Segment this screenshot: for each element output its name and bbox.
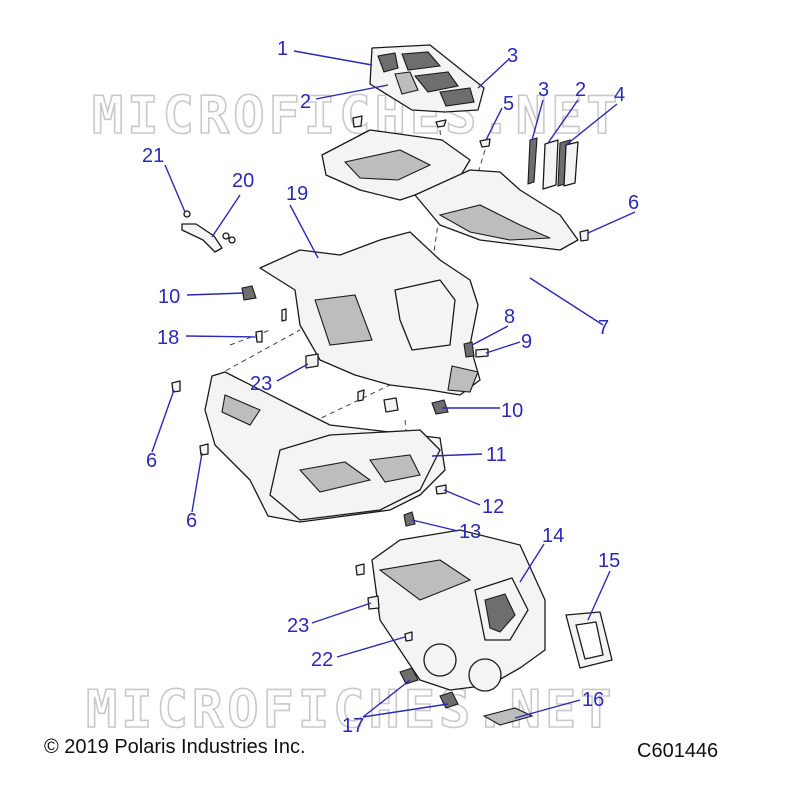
nut-part-23-upper [305, 353, 319, 369]
callout-12: 12 [482, 496, 504, 518]
callout-2-strip: 2 [575, 79, 586, 101]
callout-4: 4 [614, 84, 625, 106]
bracket-part-20 [181, 210, 236, 253]
pin-part-18 [255, 308, 287, 343]
bolt-part-12 [435, 484, 447, 495]
fastener-part-5 [435, 119, 491, 148]
callout-5: 5 [503, 93, 514, 115]
fastener-part-left-top [352, 115, 363, 128]
misc-fasteners-mid [357, 389, 399, 413]
callout-8: 8 [504, 306, 515, 328]
watermark-top: MICROFICHES.NET [92, 86, 622, 146]
callout-6-left-upper: 6 [146, 450, 157, 472]
callout-23-upper: 23 [250, 373, 272, 395]
callout-20: 20 [232, 170, 254, 192]
callout-10-lower: 10 [501, 400, 523, 422]
leader-lines [151, 50, 636, 719]
callout-21: 21 [142, 145, 164, 167]
callout-10-upper: 10 [158, 286, 180, 308]
callout-3: 3 [507, 45, 518, 67]
bolt-part-9 [475, 348, 489, 358]
callout-17: 17 [342, 715, 364, 737]
callout-19: 19 [286, 183, 308, 205]
lower-duct-part [204, 371, 446, 523]
callout-15: 15 [598, 550, 620, 572]
intake-grille-part [369, 44, 485, 113]
seal-strips-part [527, 137, 579, 190]
copyright-text: © 2019 Polaris Industries Inc. [44, 736, 306, 758]
callout-11: 11 [486, 444, 507, 466]
label-part-16 [482, 707, 534, 726]
upper-duct-part [321, 129, 579, 251]
callout-13: 13 [459, 521, 481, 543]
screw-part-6-left [171, 380, 209, 456]
clip-part-8 [463, 341, 475, 358]
gasket-part-15 [565, 611, 613, 669]
fastener-part-22-23 [355, 563, 413, 642]
callout-14: 14 [542, 525, 564, 547]
clip-part-10 [241, 285, 449, 415]
callout-3-strip: 3 [538, 79, 549, 101]
callout-18: 18 [157, 327, 179, 349]
screw-part-6-right [579, 229, 589, 242]
callout-6-left-lower: 6 [186, 510, 197, 532]
callout-7: 7 [598, 317, 609, 339]
callout-1: 1 [277, 38, 288, 60]
callout-16: 16 [582, 689, 604, 711]
airbox-housing-part [259, 231, 481, 396]
watermark-bottom: MICROFICHES.NET [86, 680, 616, 740]
diagram-code: C601446 [637, 740, 719, 762]
filter-box-part [371, 529, 546, 692]
callout-23-lower: 23 [287, 615, 309, 637]
callout-9: 9 [521, 331, 532, 353]
callout-22: 22 [311, 649, 333, 671]
callout-6-right: 6 [628, 192, 639, 214]
clip-part-13 [403, 511, 416, 527]
callout-2: 2 [300, 91, 311, 113]
